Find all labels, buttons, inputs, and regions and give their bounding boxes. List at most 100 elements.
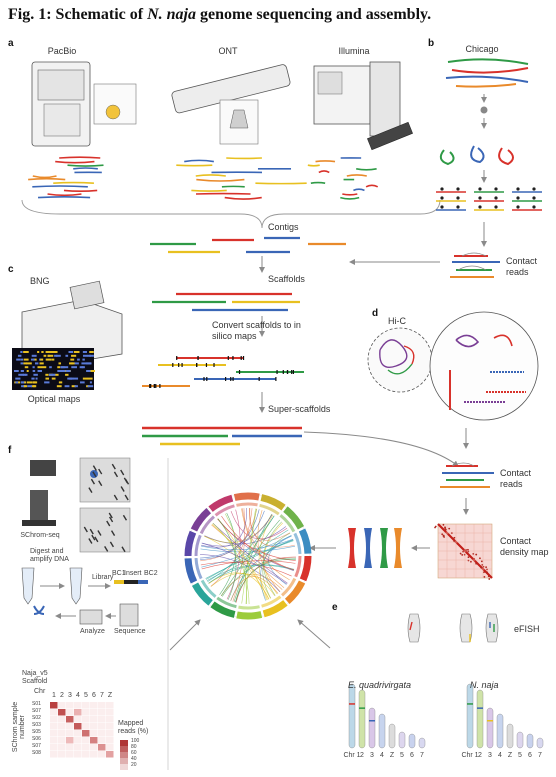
label-row-axis: SChrom sample number [12,701,26,753]
karyo-label: 3 [488,752,492,759]
contact-density-map [434,523,493,580]
label-density-map: Contact density map [500,536,549,557]
karyo-label: Chr 1 [461,752,479,759]
label-convert: Convert scaffolds to in silico maps [212,320,301,341]
heatmap-row-label: S02 [32,715,41,721]
microscope [22,460,56,526]
sequencing-reads [28,156,379,200]
heatmap-row-label: S03 [32,722,41,728]
panel-letter-e: e [332,602,338,613]
karyo-label: 4 [380,752,384,759]
heatmap-row-label: S07 [32,708,41,714]
karyo-label: 6 [528,752,532,759]
label-contact-reads-d: Contact reads [500,468,532,489]
label-insert: Insert [124,570,142,577]
tube-and-pipeline [21,567,148,627]
label-ont: ONT [218,46,238,56]
chicago-chromatin [439,58,529,183]
label-bng: BNG [30,276,50,286]
heatmap-col-label: 6 [92,692,96,699]
panel-letter-d: d [372,308,379,319]
insilico-maps [142,356,304,388]
hic-nucleus [367,311,539,421]
heatmap-row-label: S01 [32,701,41,707]
karyo-label: 4 [498,752,502,759]
label-pacbio: PacBio [47,46,77,56]
scaffold-lines [152,292,300,312]
karyo-label: 3 [370,752,374,759]
label-illumina: Illumina [338,46,370,56]
label-efish: eFISH [514,624,540,634]
assembled-chromosomes [348,528,402,568]
label-chicago: Chicago [465,44,499,54]
super-to-hic-arrow [303,431,459,467]
heatmap-col-label: Z [107,692,113,699]
label-naja-v5: Naja_v5 [22,670,48,677]
label-optical-maps: Optical maps [27,394,81,404]
label-contact-reads-b: Contact reads [506,256,538,277]
label-contigs: Contigs [268,222,299,232]
heatmap-row-label: S05 [32,729,41,735]
karyo-label: 5 [518,752,522,759]
label-hic: Hi-C [388,316,406,326]
heatmap-col-label: 1 [52,692,56,699]
label-digest: Digest and amplify DNA [30,548,69,563]
optical-maps-panel [12,348,95,390]
heatmap-row-label: S07 [32,743,41,749]
ont-device [171,64,291,145]
legend-tick: 60 [131,750,137,756]
karyotype-ideograms [348,683,544,749]
heatmap-col-label: 5 [84,692,88,699]
label-bc1: BC1 [112,570,126,577]
circos-plot [184,492,312,620]
heatmap-col-label: 7 [100,692,104,699]
hic-contact-reads [440,462,494,488]
heatmap-row-label: S06 [32,736,41,742]
label-scaffold: Scaffold [22,678,48,685]
label-mapped-reads: Mapped reads (%) [118,720,149,735]
panel-letter-c: c [8,264,14,275]
panel-letter-f: f [8,445,12,456]
panel-letter-b: b [428,38,435,49]
label-species-1: E. quadrivirgata [348,680,412,690]
label-analyze: Analyze [80,628,105,635]
label-schrom-seq: SChrom-seq [20,532,60,539]
figure-title: Fig. 1: Schematic of N. naja genome sequ… [8,6,432,23]
label-sequence: Sequence [114,628,146,635]
label-species-2: N. naja [470,680,499,690]
label-super-scaffolds: Super-scaffolds [268,404,331,414]
merge-brace [21,199,441,229]
metaphase-spreads [79,457,131,553]
karyo-label: Chr 1 [343,752,361,759]
karyo-label: 5 [400,752,404,759]
label-chr: Chr [34,688,46,695]
karyo-label: 2 [478,752,482,759]
karyo-label: Z [507,752,513,759]
super-scaffold-lines [142,426,302,446]
heatmap-legend [120,740,128,770]
label-bc2: BC2 [144,570,158,577]
karyo-label: 7 [538,752,542,759]
legend-tick: 40 [131,756,137,762]
efish-chromosomes [407,613,499,643]
heatmap-col-label: 4 [76,692,80,699]
legend-tick: 80 [131,744,137,750]
f-to-circos-arrow [169,619,201,651]
illumina-machine [313,61,413,151]
contigs-lines [150,236,346,254]
schrom-heatmap [50,702,114,758]
panel-letter-a: a [8,38,14,49]
label-scaffolds: Scaffolds [268,274,305,284]
heatmap-col-label: 3 [68,692,72,699]
heatmap-col-label: 2 [60,692,64,699]
karyo-label: 2 [360,752,364,759]
karyo-label: Z [389,752,395,759]
karyo-label: 7 [420,752,424,759]
pacbio-machine [31,61,137,147]
karyo-label: 6 [410,752,414,759]
label-library: Library [92,574,114,581]
chicago-contact-reads [450,252,500,278]
e-to-circos-arrow [297,619,331,649]
legend-tick: 20 [131,762,137,768]
